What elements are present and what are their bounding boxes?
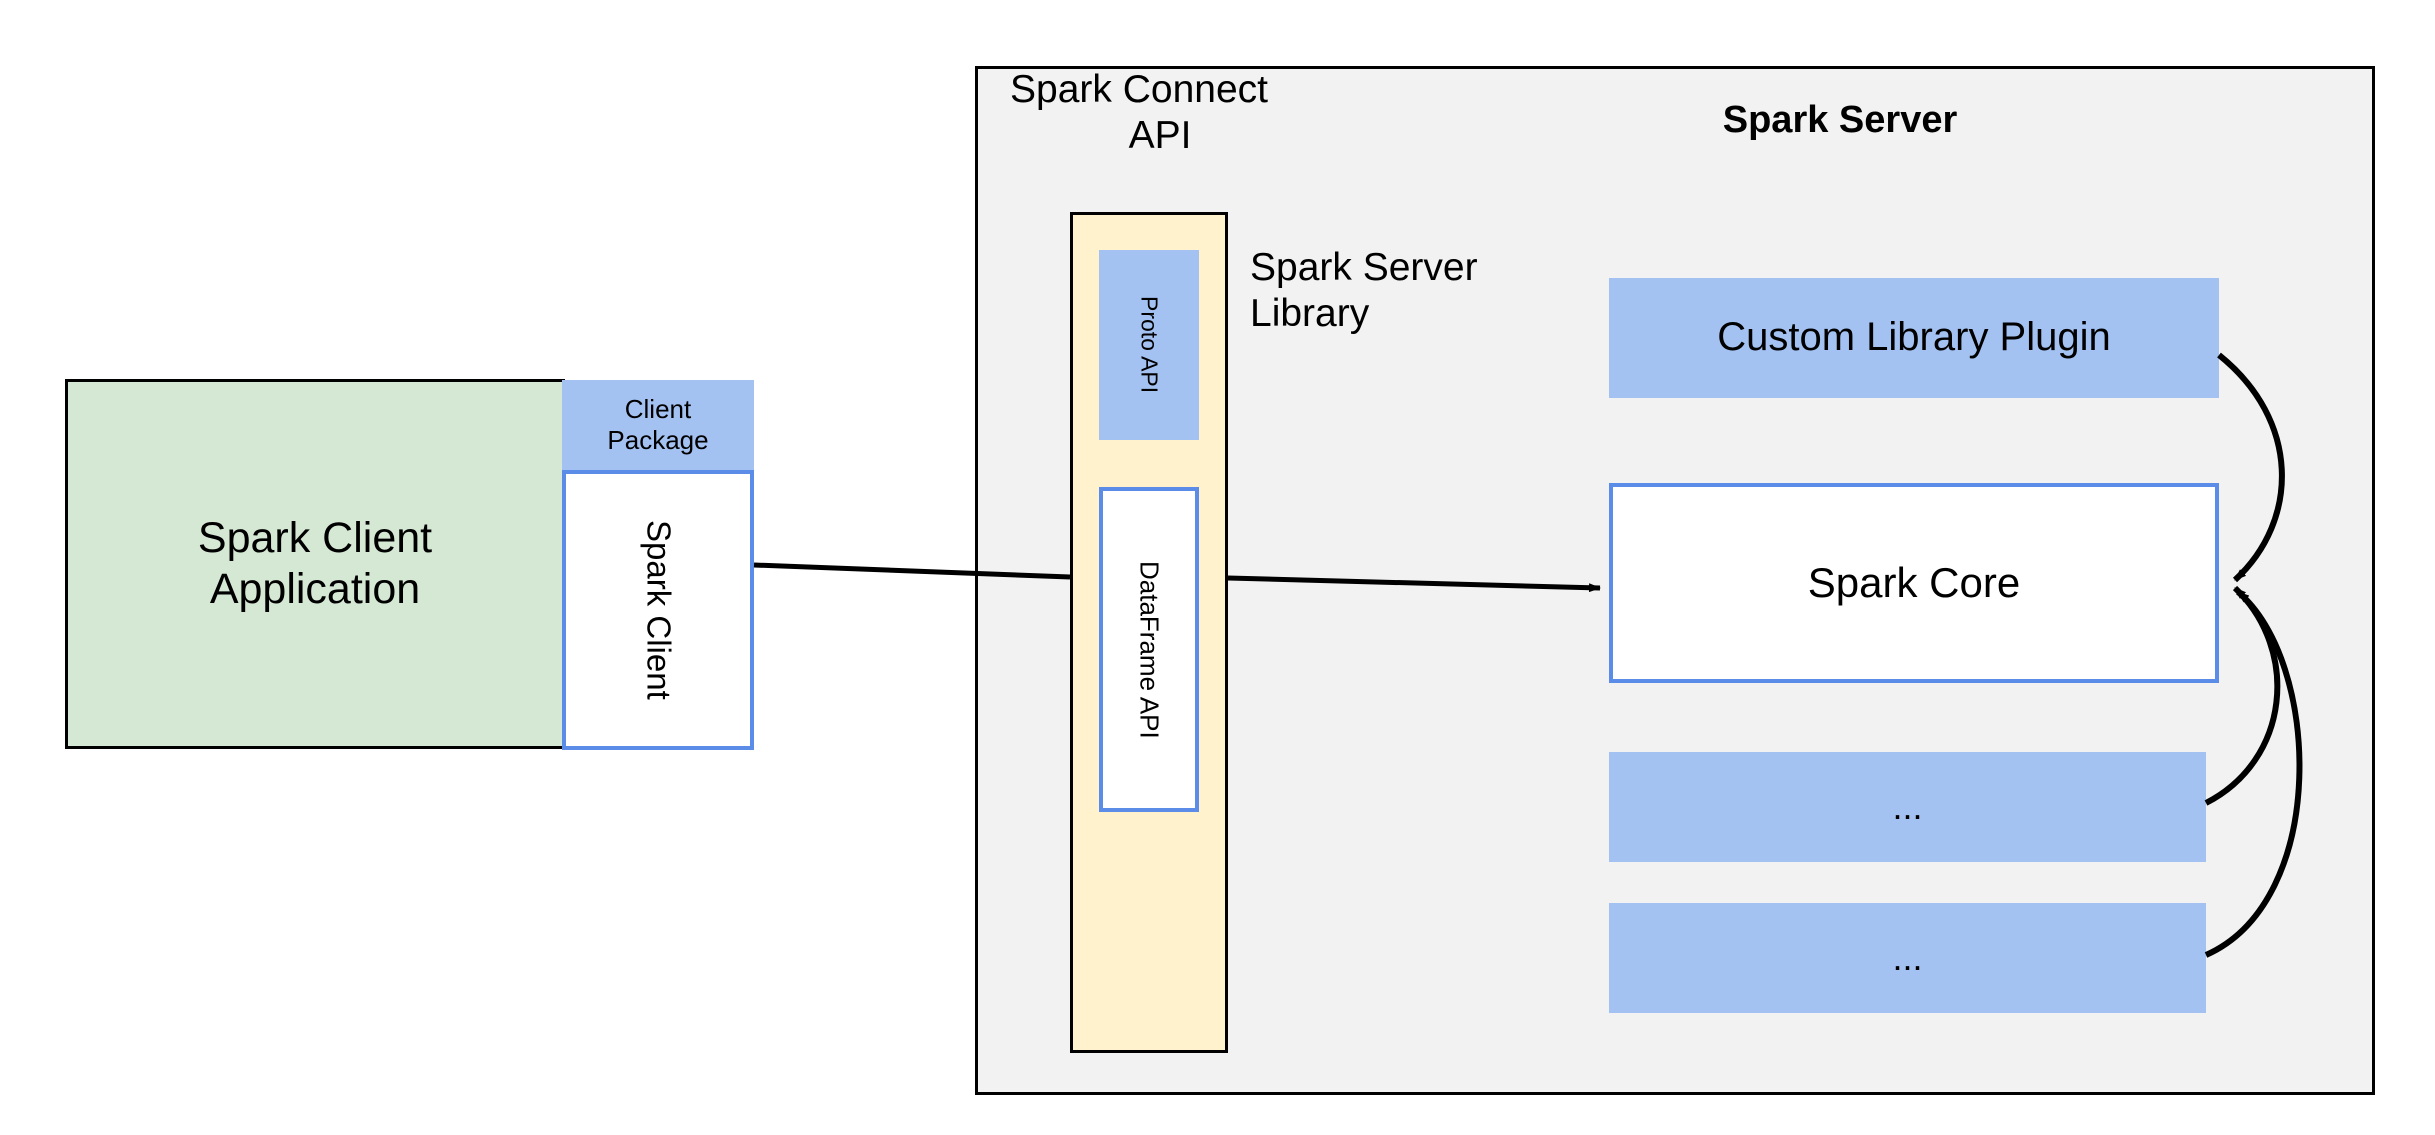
proto-api-label: Proto API xyxy=(1136,296,1163,394)
spark-client-box[interactable]: Spark Client xyxy=(562,470,754,750)
spark-core-box[interactable]: Spark Core xyxy=(1609,483,2219,683)
spark-core-label: Spark Core xyxy=(1807,559,2021,607)
spark-client-application-box[interactable]: Spark Client Application xyxy=(65,379,565,749)
ellipsis-box-2-label: ... xyxy=(1892,936,1923,978)
ellipsis-box-1-label: ... xyxy=(1892,785,1923,827)
client-app-label-line2: Application xyxy=(209,565,421,613)
ellipsis-box-2[interactable]: ... xyxy=(1609,903,2206,1013)
client-package-label-line1: Client xyxy=(624,394,692,425)
spark-connect-api-label-line2: API xyxy=(1128,114,1192,157)
spark-server-library-label-line1: Spark Server xyxy=(1250,245,1478,289)
dataframe-api-box[interactable]: DataFrame API xyxy=(1099,487,1199,812)
ellipsis-box-1[interactable]: ... xyxy=(1609,752,2206,862)
custom-library-plugin-box[interactable]: Custom Library Plugin xyxy=(1609,278,2219,398)
custom-library-plugin-label: Custom Library Plugin xyxy=(1717,315,2111,360)
client-package-box[interactable]: Client Package xyxy=(562,380,754,470)
spark-server-library-label: Spark Server Library xyxy=(1250,246,1550,336)
spark-connect-api-label: Spark Connect API xyxy=(1010,68,1310,158)
spark-server-title: Spark Server xyxy=(1722,98,1958,141)
client-app-label-line1: Spark Client xyxy=(197,514,433,563)
proto-api-box[interactable]: Proto API xyxy=(1099,250,1199,440)
dataframe-api-label: DataFrame API xyxy=(1134,560,1165,739)
spark-client-label: Spark Client xyxy=(640,520,678,700)
spark-connect-api-label-line1: Spark Connect xyxy=(1010,67,1268,111)
spark-server-library-label-line2: Library xyxy=(1250,292,1370,335)
client-package-label-line2: Package xyxy=(607,425,709,455)
